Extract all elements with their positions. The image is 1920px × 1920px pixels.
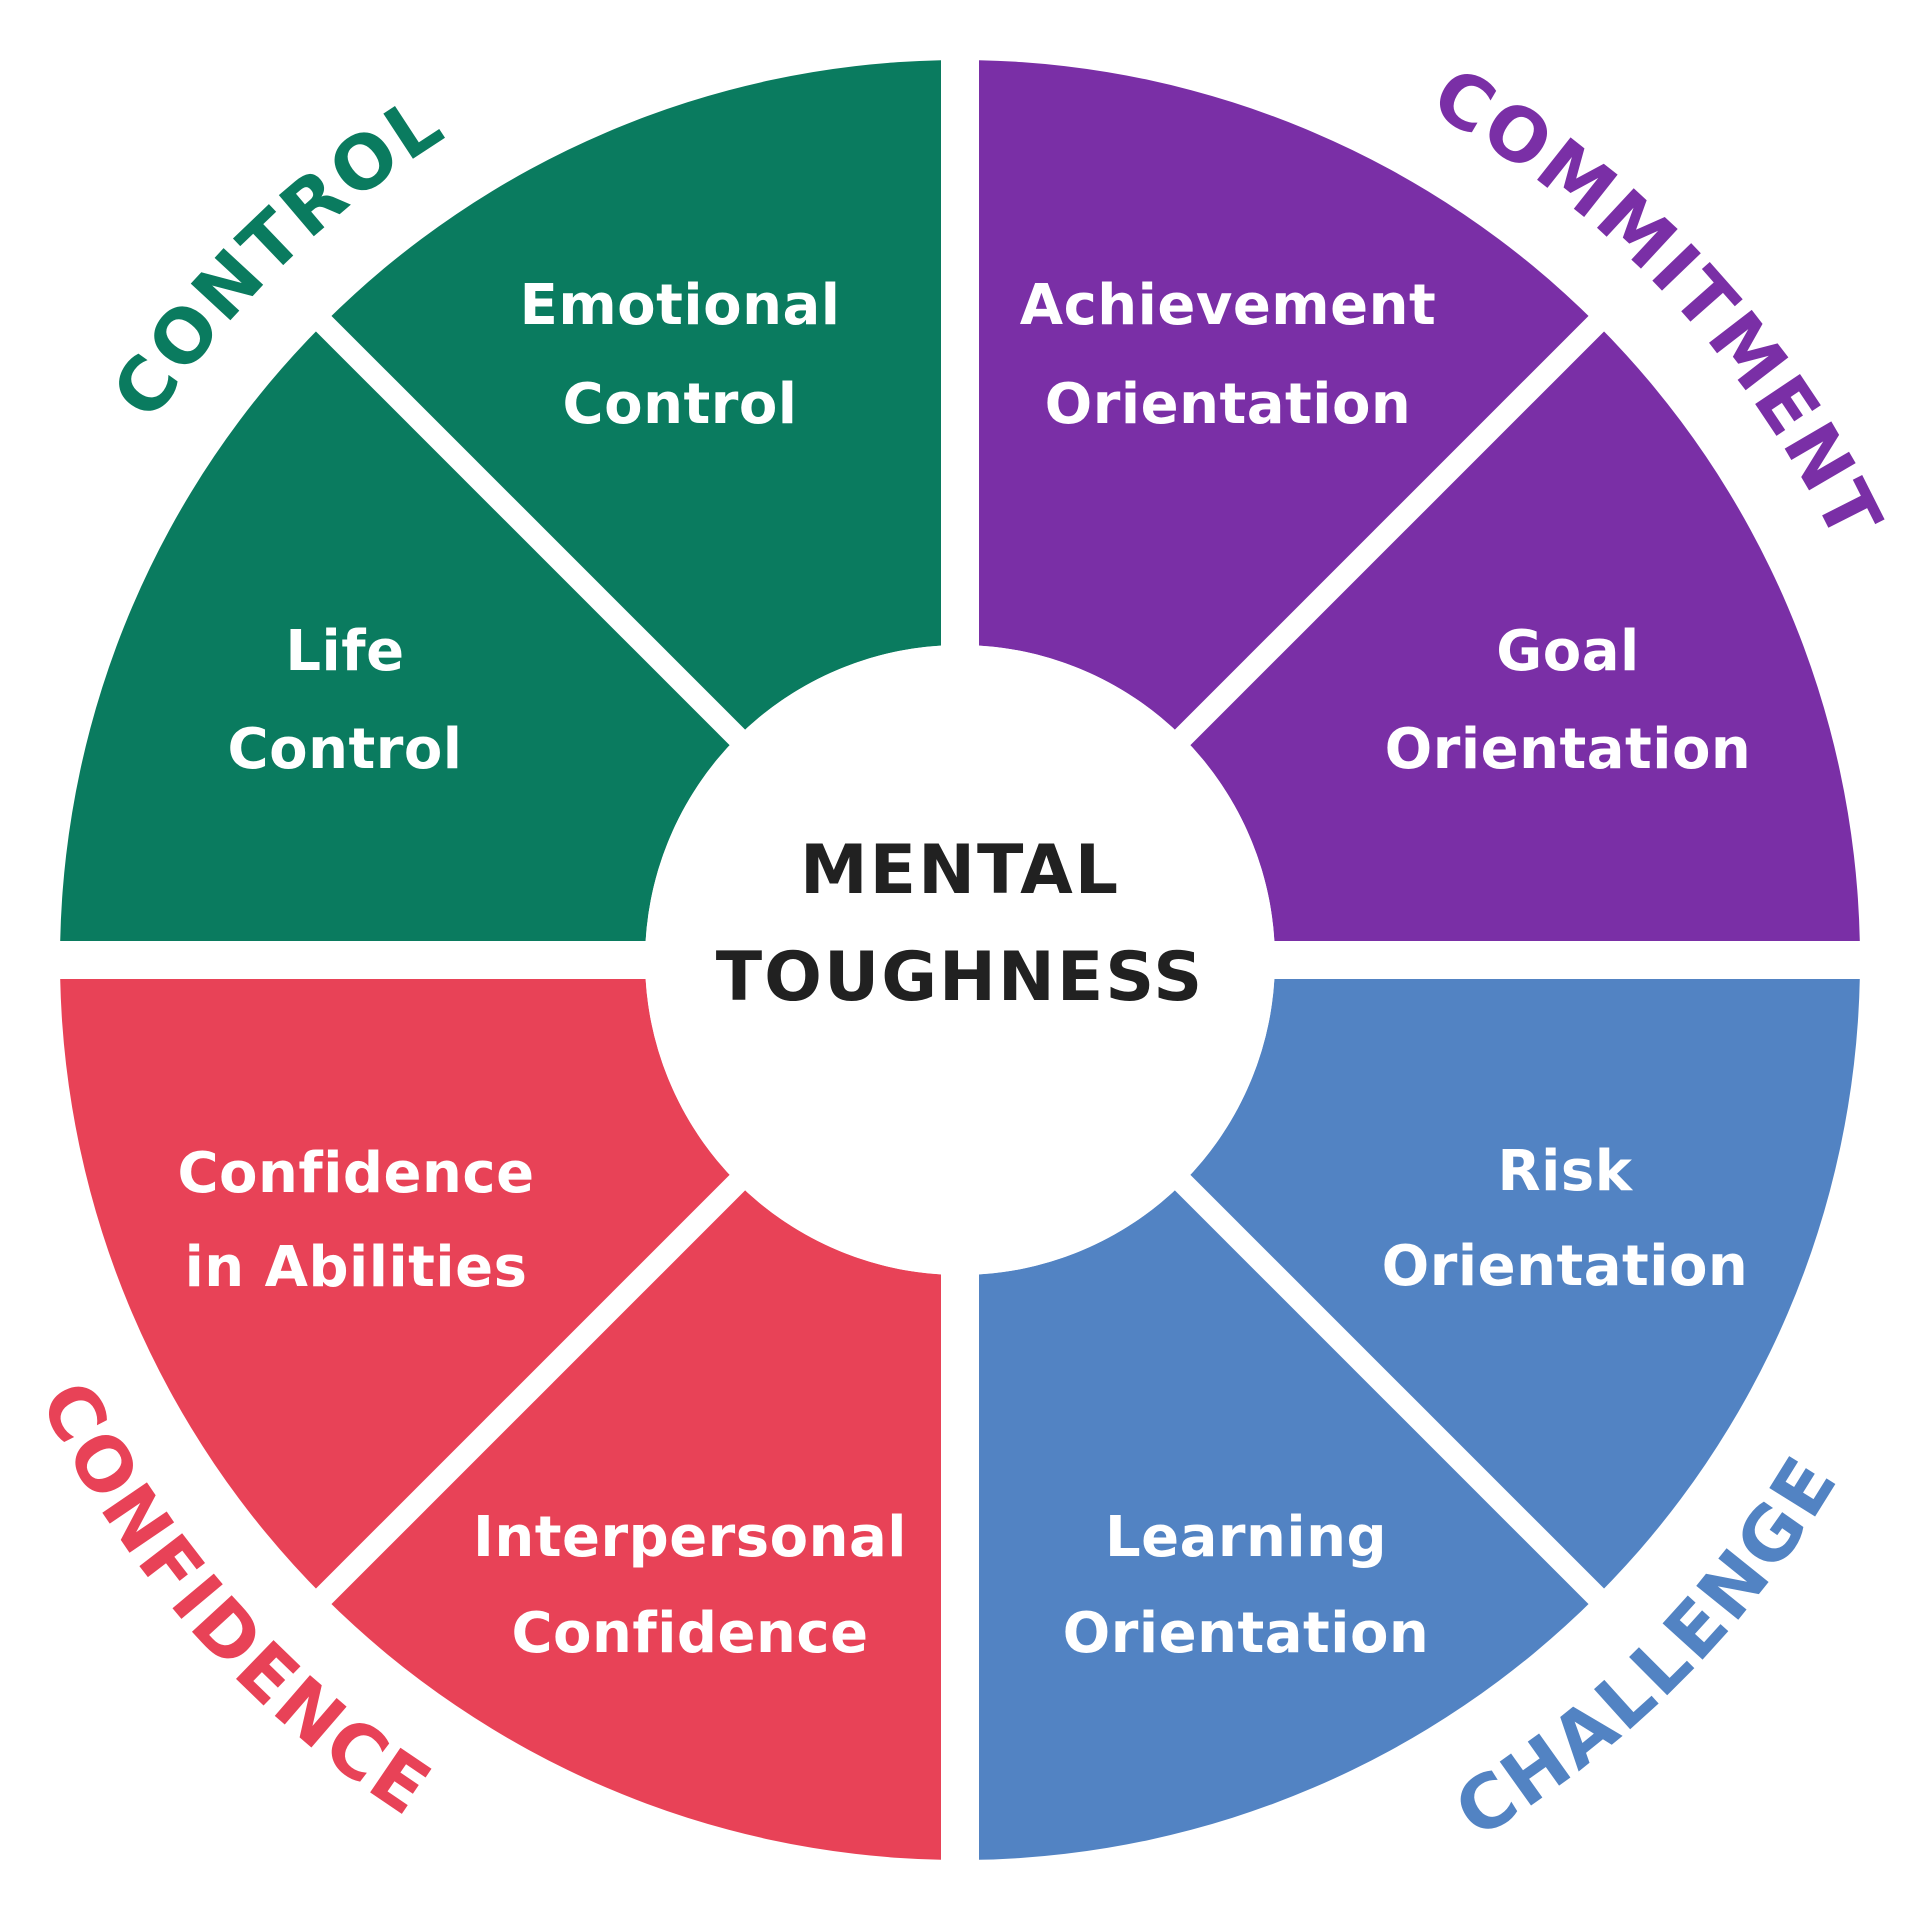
sector-label-interpersonal-line1: Interpersonal [473, 1505, 907, 1570]
sector-label-learning-line1: Learning [1105, 1505, 1387, 1570]
commitment-sector-divider [1129, 280, 1640, 791]
center-circle [645, 645, 1275, 1275]
sector-label-confidence-abilities-line1: Confidence [177, 1141, 534, 1206]
sector-label-risk-line1: Risk [1498, 1139, 1634, 1204]
sector-label-risk-line2: Orientation [1382, 1234, 1749, 1299]
sector-label-learning-line2: Orientation [1063, 1601, 1430, 1666]
sector-label-emotional-line2: Control [563, 372, 798, 437]
control-sector-divider [280, 280, 791, 791]
sector-label-goal-line2: Orientation [1385, 717, 1752, 782]
sector-label-achievement-line2: Orientation [1045, 372, 1412, 437]
challenge-sector-divider [1129, 1129, 1640, 1640]
center-title-line2: TOUGHNESS [716, 938, 1204, 1017]
sector-label-life-line2: Control [228, 717, 463, 782]
sector-label-achievement-line1: Achievement [1020, 273, 1437, 338]
sector-label-goal-line1: Goal [1496, 619, 1639, 684]
center-title-line1: MENTAL [800, 831, 1120, 910]
sector-label-interpersonal-line2: Confidence [511, 1601, 868, 1666]
sector-label-life-line1: Life [285, 619, 404, 684]
confidence-sector-divider [280, 1129, 791, 1640]
sector-label-emotional-line1: Emotional [520, 273, 841, 338]
sector-label-confidence-abilities-line2: in Abilities [185, 1235, 528, 1300]
